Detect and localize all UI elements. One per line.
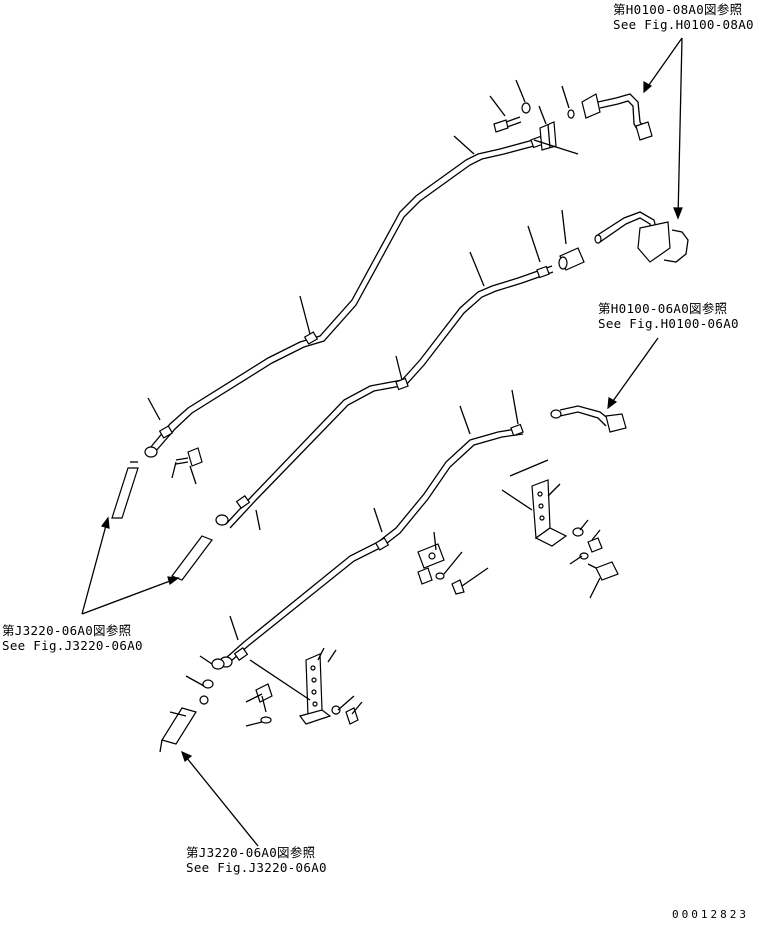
bracket-lower [249,653,359,725]
hose-bottom [159,707,197,753]
bracket-right [501,459,619,581]
ref-en: See Fig.J3220-06A0 [186,860,327,875]
ref-label-mid-right: 第H0100-06A0図参照 See Fig.H0100-06A0 [598,301,739,331]
elbow-pipe-top [581,93,653,141]
ref-label-bottom: 第J3220-06A0図参照 See Fig.J3220-06A0 [186,845,327,875]
hose-left [111,461,139,519]
leader-lines [147,135,601,727]
ref-en: See Fig.H0100-08A0 [613,17,754,32]
left-fittings [175,447,225,705]
clamp-middle [417,543,465,595]
drawing-code: 00012823 [672,908,749,921]
ref-label-top-right: 第H0100-08A0図参照 See Fig.H0100-08A0 [613,2,754,32]
ref-en: See Fig.H0100-06A0 [598,316,739,331]
ref-arrows [81,37,683,847]
ref-label-left: 第J3220-06A0図参照 See Fig.J3220-06A0 [2,623,143,653]
elbow-pipe-middle [594,211,689,263]
top-fittings [489,79,579,155]
ref-jp: 第H0100-06A0図参照 [598,301,728,316]
hose-middle [171,535,213,581]
ref-jp: 第J3220-06A0図参照 [2,623,132,638]
pipe-1 [144,121,557,458]
ref-jp: 第J3220-06A0図参照 [186,845,316,860]
ref-en: See Fig.J3220-06A0 [2,638,143,653]
pipe-3 [219,423,524,668]
pipe-2 [215,247,585,529]
elbow-pipe-lower [550,405,627,433]
ref-jp: 第H0100-08A0図参照 [613,2,743,17]
